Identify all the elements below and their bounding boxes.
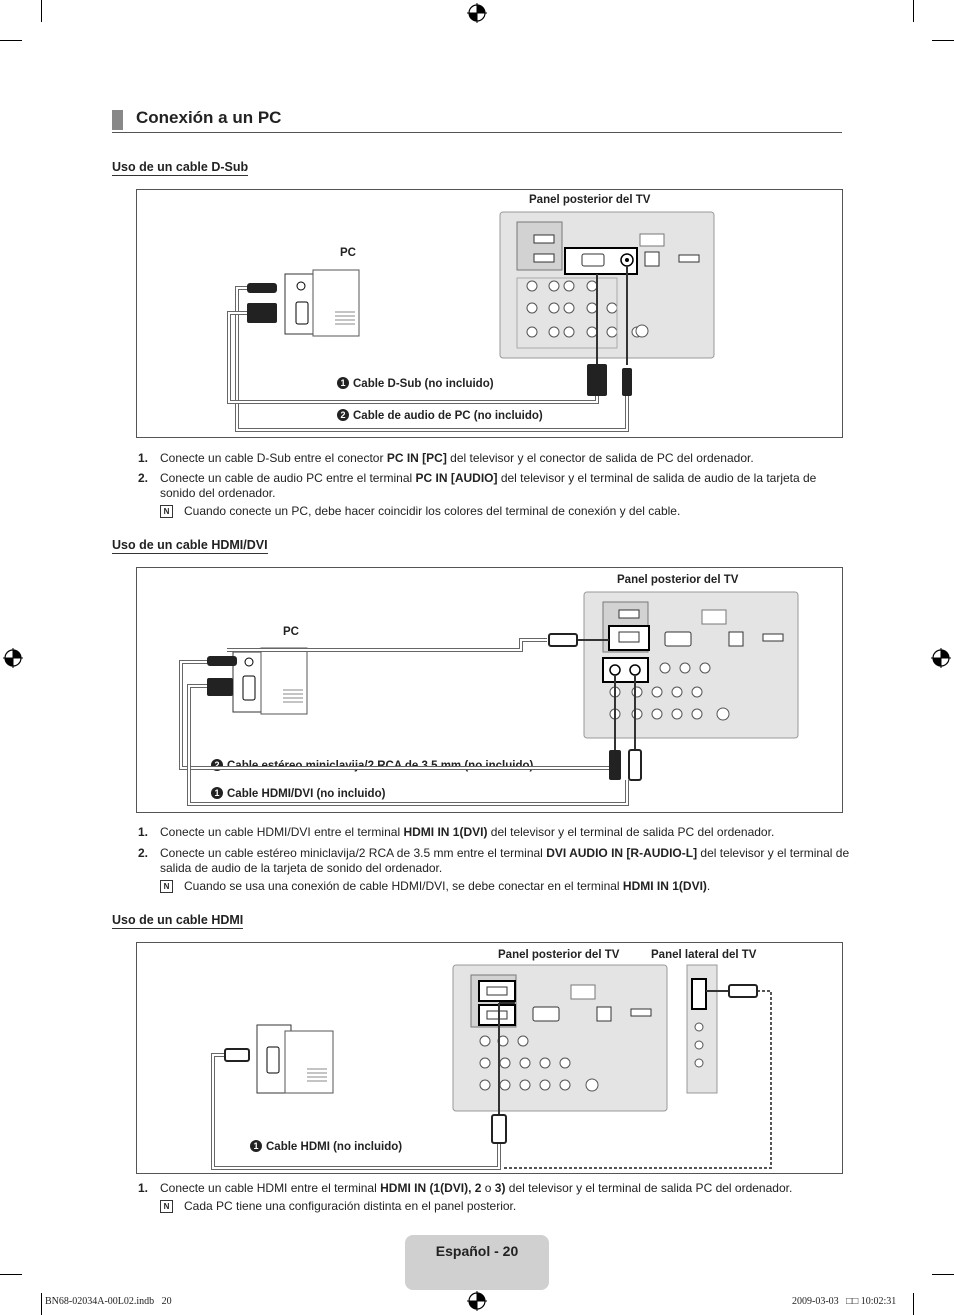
dsub-step-2: 2. Conecte un cable de audio PC entre el… (138, 471, 817, 500)
print-file-info: BN68-02034A-00L02.indb 20 (45, 1296, 172, 1307)
pc-label: PC (283, 626, 299, 638)
note-icon: N (160, 505, 173, 518)
dsub-connection-illustration (227, 211, 715, 432)
dsub-note: N Cuando conecte un PC, debe hacer coinc… (138, 504, 848, 520)
hdmi-step-1: 1. Conecte un cable HDMI entre el termin… (138, 1181, 793, 1195)
page-title-bar: Conexión a un PC (112, 108, 842, 133)
page-number-badge: Español - 20 (405, 1235, 549, 1290)
hdmi-dvi-step-2: 2. Conecte un cable estéreo miniclavija/… (138, 846, 850, 875)
crop-mark (932, 1274, 954, 1275)
hdmi-note: N Cada PC tiene una configuración distin… (138, 1199, 848, 1215)
section-heading-hdmi: Uso de un cable HDMI (112, 913, 244, 929)
crop-mark (0, 40, 22, 41)
tv-side-panel-label: Panel lateral del TV (651, 949, 757, 961)
page-title: Conexión a un PC (136, 108, 282, 127)
note-icon: N (160, 880, 173, 893)
registration-mark-icon (467, 3, 487, 23)
print-date-info: 2009-03-03 □□ 10:02:31 (792, 1296, 897, 1307)
hdmi-connection-illustration (211, 964, 772, 1170)
section-heading-hdmi-dvi: Uso de un cable HDMI/DVI (112, 538, 268, 554)
crop-mark (932, 40, 954, 41)
hdmi-dvi-connection-illustration (179, 591, 799, 806)
hdmi-dvi-step-1: 1. Conecte un cable HDMI/DVI entre el te… (138, 825, 775, 839)
crop-mark (0, 1274, 22, 1275)
crop-mark (41, 1293, 42, 1315)
tv-panel-label: Panel posterior del TV (498, 949, 620, 961)
page-number: Español - 20 (435, 1243, 519, 1259)
diagram-hdmi: Panel posterior del TV Panel lateral del… (136, 942, 843, 1174)
note-icon: N (160, 1200, 173, 1213)
section-heading-dsub: Uso de un cable D-Sub (112, 160, 249, 176)
tv-panel-label: Panel posterior del TV (529, 194, 651, 206)
registration-mark-icon (467, 1291, 487, 1311)
crop-mark (41, 0, 42, 22)
crop-mark (913, 1293, 914, 1315)
tv-panel-label: Panel posterior del TV (617, 574, 739, 586)
registration-mark-icon (3, 648, 23, 668)
registration-mark-icon (931, 648, 951, 668)
crop-mark (913, 0, 914, 22)
title-marker (112, 110, 123, 130)
hdmi-dvi-note: N Cuando se usa una conexión de cable HD… (138, 879, 848, 895)
dsub-step-1: 1. Conecte un cable D-Sub entre el conec… (138, 451, 754, 465)
pc-label: PC (340, 247, 356, 259)
